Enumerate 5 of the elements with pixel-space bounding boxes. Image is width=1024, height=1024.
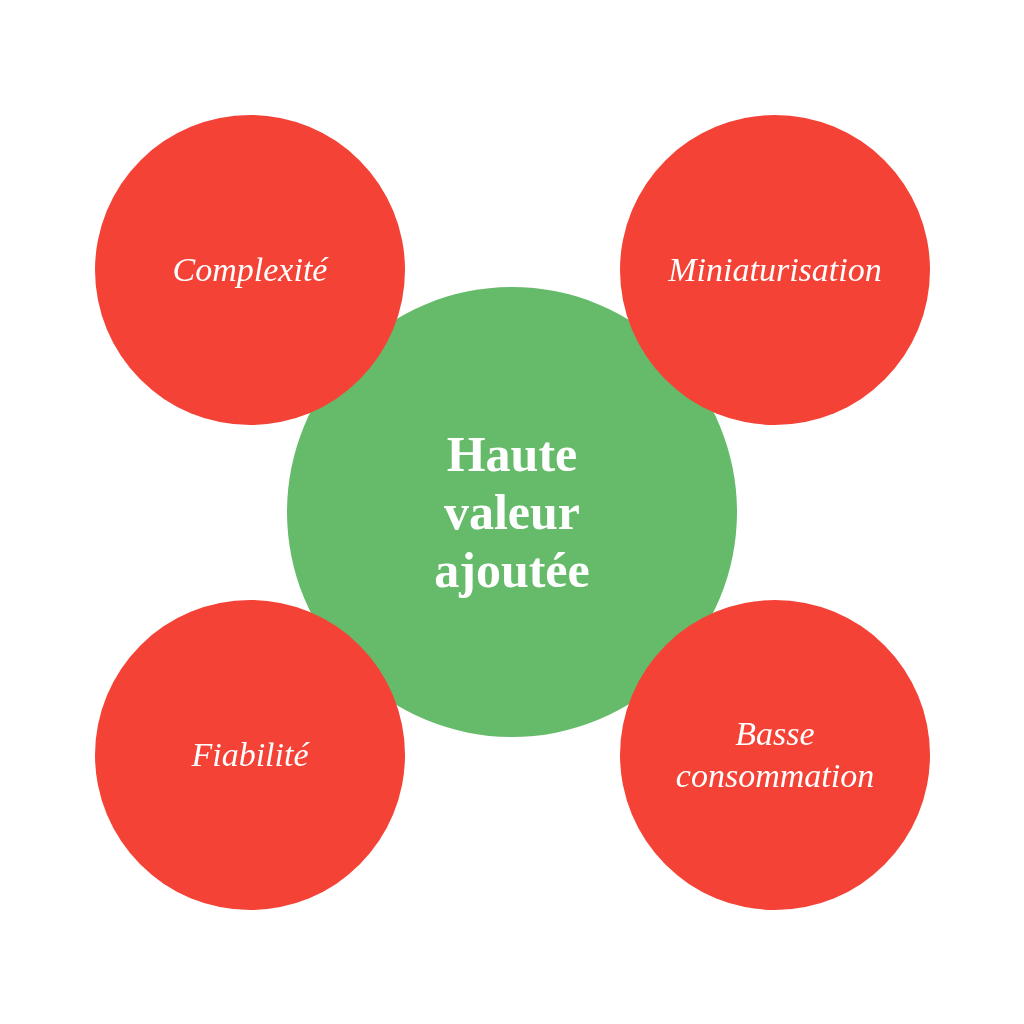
circle-label: Fiabilité	[191, 735, 309, 775]
circle-label: Complexité	[172, 250, 328, 290]
circle-label: Basse consommation	[674, 714, 876, 796]
circle-label: Haute valeur ajoutée	[433, 425, 591, 599]
circle-label: Miniaturisation	[668, 250, 882, 290]
